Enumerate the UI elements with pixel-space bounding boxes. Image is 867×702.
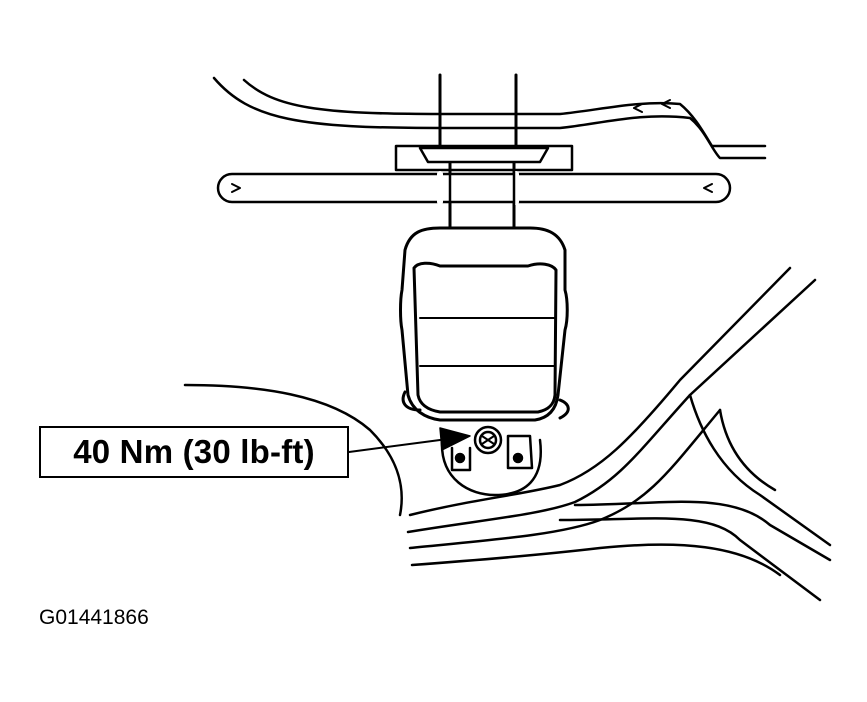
upper-trim-contour [212, 76, 767, 160]
slotted-mounting-rail [216, 170, 732, 206]
anchor-mount [440, 434, 543, 497]
bolt-icon [473, 425, 503, 455]
callout-leader-arrow [348, 427, 471, 453]
retractor-housing [399, 226, 570, 422]
belt-guide-bracket [394, 144, 574, 172]
torque-value-label: 40 Nm (30 lb-ft) [73, 433, 315, 470]
lower-frame-contour [183, 266, 832, 602]
figure-id-label: G01441866 [39, 606, 149, 629]
torque-callout-box: 40 Nm (30 lb-ft) [39, 426, 349, 478]
